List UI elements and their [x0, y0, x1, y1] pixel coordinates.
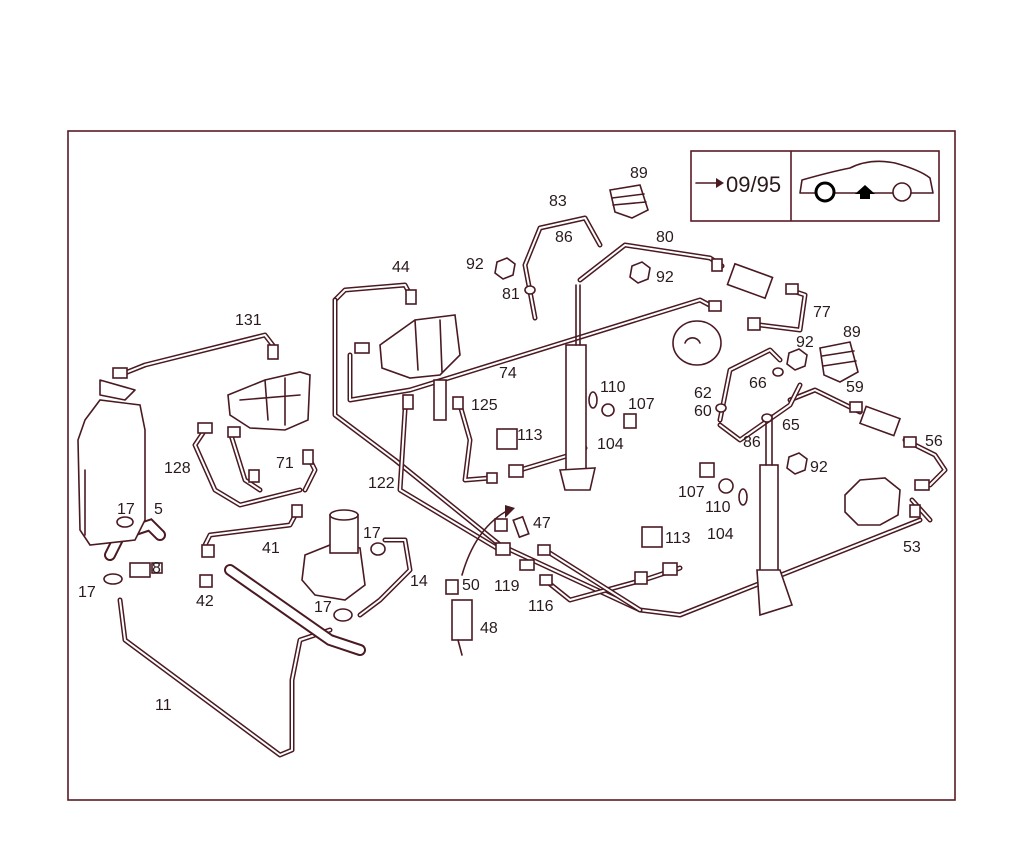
part-label: 17: [314, 599, 332, 616]
part-label: 5: [154, 501, 163, 518]
part-label: 80: [656, 229, 674, 246]
part-label: 59: [846, 379, 864, 396]
part-label: 47: [533, 515, 551, 532]
mounting-clip-left: [496, 428, 518, 450]
part-label: 77: [813, 304, 831, 321]
fittings: [112, 258, 930, 595]
car-front-axle-icon: [799, 160, 934, 203]
part-label: 17: [117, 501, 135, 518]
pressure-accumulator-upper: [672, 320, 722, 366]
part-label: 110: [705, 499, 731, 516]
pressure-switch: [451, 599, 473, 641]
part-label: 113: [517, 427, 543, 444]
mounting-clip-right: [641, 526, 663, 548]
part-label: 128: [164, 460, 191, 477]
part-label: 92: [810, 459, 828, 476]
part-label: 71: [276, 455, 294, 472]
level-valve: [433, 379, 447, 421]
part-label: 62: [694, 385, 712, 402]
pipe-network: [104, 215, 948, 758]
part-label: 50: [462, 577, 480, 594]
part-label: 65: [782, 417, 800, 434]
part-label: 92: [656, 269, 674, 286]
part-label: 41: [262, 540, 280, 557]
part-label: 44: [392, 259, 410, 276]
right-arrow-icon: [695, 178, 724, 188]
rubber-boot-upper: [609, 184, 649, 219]
part-label: 110: [600, 379, 626, 396]
components: [77, 184, 930, 656]
part-label: 107: [628, 396, 655, 413]
part-label: 74: [499, 365, 517, 382]
part-label: 131: [235, 312, 262, 329]
legend-box: 09/95: [690, 150, 940, 222]
part-label: 86: [743, 434, 761, 451]
part-label: 8: [152, 560, 161, 577]
part-label: 17: [363, 525, 381, 542]
part-label: 48: [480, 620, 498, 637]
part-label: 17: [78, 584, 96, 601]
part-label: 11: [155, 697, 172, 714]
direction-arrow: [461, 511, 506, 576]
part-label: 125: [471, 397, 498, 414]
part-label: 89: [630, 165, 648, 182]
part-label: 116: [528, 598, 554, 615]
part-label: 107: [678, 484, 705, 501]
valve-block-center: [379, 314, 461, 379]
strut-right: [759, 464, 779, 576]
part-label: 81: [502, 286, 520, 303]
part-label: 42: [196, 593, 214, 610]
part-label: 104: [707, 526, 734, 543]
fluid-reservoir: [77, 399, 146, 546]
part-label: 14: [410, 573, 428, 590]
part-label: 122: [368, 475, 395, 492]
part-label: 66: [749, 375, 767, 392]
diagram-frame: [67, 130, 956, 801]
part-label: 60: [694, 403, 712, 420]
part-label: 89: [843, 324, 861, 341]
strut-left: [565, 344, 587, 476]
part-label: 92: [796, 334, 814, 351]
part-label: 104: [597, 436, 624, 453]
pressure-accumulator-lower: [844, 477, 901, 526]
part-label: 119: [494, 578, 520, 595]
part-label: 113: [665, 530, 691, 547]
part-label: 53: [903, 539, 921, 556]
part-label: 92: [466, 256, 484, 273]
part-label: 83: [549, 193, 567, 210]
washers: [103, 285, 784, 622]
part-label: 56: [925, 433, 943, 450]
hex-nuts: [494, 257, 808, 475]
part-number-labels: 89 83 86 80 92 81 92 44 77 131 92 89 74 …: [78, 165, 943, 714]
validity-date: 09/95: [726, 172, 781, 197]
valve-block-left: [227, 371, 311, 431]
part-label: 86: [555, 229, 573, 246]
